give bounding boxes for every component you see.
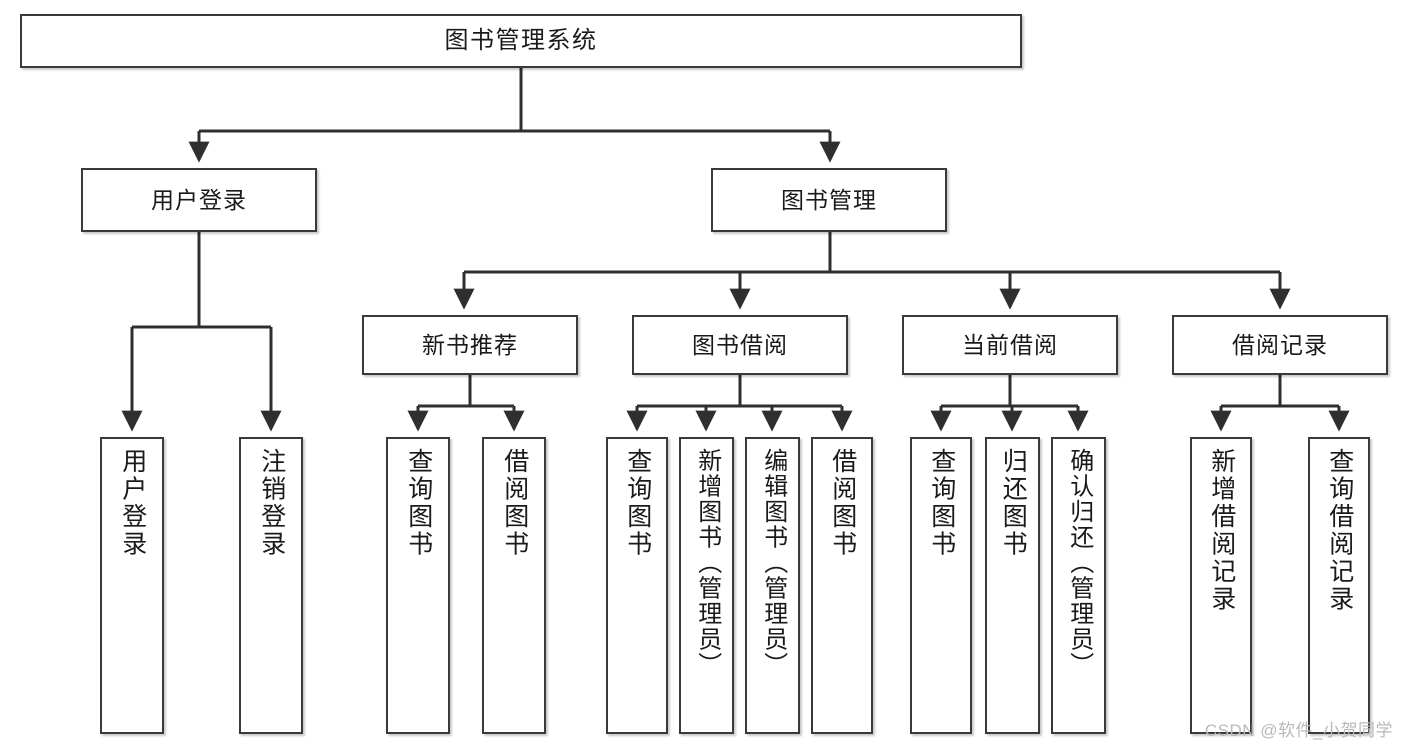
node-label: 确认归还（管理员） [1065, 448, 1093, 678]
node-leaf-user-login[interactable]: 用户登录 [100, 437, 164, 734]
node-label: 当前借阅 [962, 331, 1058, 358]
node-borrow-record[interactable]: 借阅记录 [1172, 315, 1388, 375]
node-leaf-confirm-return-admin[interactable]: 确认归还（管理员） [1051, 437, 1106, 734]
node-new-book-recommend[interactable]: 新书推荐 [362, 315, 578, 375]
node-label: 注销登录 [257, 448, 286, 558]
node-label: 借阅图书 [828, 448, 857, 558]
node-root-system[interactable]: 图书管理系统 [20, 14, 1022, 68]
node-label: 图书管理系统 [444, 27, 598, 54]
node-label: 图书借阅 [692, 331, 788, 358]
node-label: 用户登录 [151, 186, 247, 213]
node-leaf-query-book-current[interactable]: 查询图书 [910, 437, 972, 734]
node-label: 查询图书 [623, 448, 652, 558]
node-label: 编辑图书（管理员） [759, 448, 787, 678]
node-label: 查询图书 [927, 448, 956, 558]
node-leaf-query-book-borrow[interactable]: 查询图书 [606, 437, 668, 734]
node-leaf-query-book-new[interactable]: 查询图书 [386, 437, 450, 734]
node-label: 新增图书（管理员） [693, 448, 721, 678]
node-leaf-return-book[interactable]: 归还图书 [985, 437, 1040, 734]
node-label: 借阅记录 [1232, 331, 1328, 358]
node-label: 归还图书 [999, 448, 1028, 558]
node-user-login[interactable]: 用户登录 [81, 168, 317, 232]
node-label: 用户登录 [118, 448, 147, 558]
node-label: 查询借阅记录 [1325, 448, 1354, 613]
node-book-borrow[interactable]: 图书借阅 [632, 315, 848, 375]
node-leaf-query-borrow-record[interactable]: 查询借阅记录 [1308, 437, 1370, 734]
node-leaf-add-book-admin[interactable]: 新增图书（管理员） [679, 437, 734, 734]
node-book-management[interactable]: 图书管理 [711, 168, 947, 232]
node-leaf-user-logout[interactable]: 注销登录 [239, 437, 303, 734]
node-label: 新书推荐 [422, 331, 518, 358]
node-label: 查询图书 [404, 448, 433, 558]
node-leaf-edit-book-admin[interactable]: 编辑图书（管理员） [745, 437, 800, 734]
node-leaf-add-borrow-record[interactable]: 新增借阅记录 [1190, 437, 1252, 734]
node-current-borrow[interactable]: 当前借阅 [902, 315, 1118, 375]
watermark-text: CSDN @软件_小贺同学 [1204, 721, 1393, 740]
node-label: 图书管理 [781, 186, 877, 213]
node-label: 借阅图书 [500, 448, 529, 558]
node-leaf-borrow-book-new[interactable]: 借阅图书 [482, 437, 546, 734]
node-leaf-borrow-book[interactable]: 借阅图书 [811, 437, 873, 734]
node-label: 新增借阅记录 [1207, 448, 1236, 613]
